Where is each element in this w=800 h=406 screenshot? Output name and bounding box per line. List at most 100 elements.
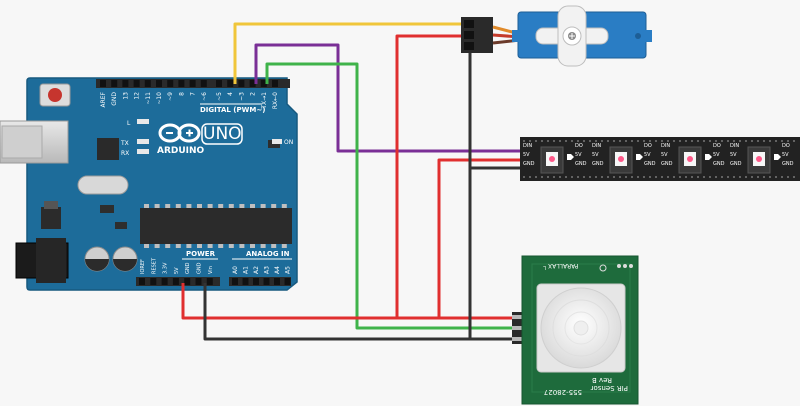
digital-pin-label: ~9 xyxy=(167,92,174,101)
pir-brand-label: PARALLAX xyxy=(548,262,578,269)
digital-pin-label: 2 xyxy=(250,92,257,96)
strip-pin-label: DO xyxy=(782,143,790,149)
analog-pin-label: A5 xyxy=(285,266,292,274)
strip-pin-label: GND xyxy=(592,161,604,167)
analog-header-label: ANALOG IN xyxy=(246,250,290,258)
wire-5v-strip xyxy=(437,158,528,318)
digital-pin-label: 4 xyxy=(227,92,234,96)
power-pin-socket[interactable] xyxy=(172,278,179,285)
strip-pin-label: 5V xyxy=(661,152,668,158)
strip-pin-label: DO xyxy=(713,143,721,149)
analog-pin-label: A1 xyxy=(243,266,250,274)
microcontroller-pins xyxy=(144,204,287,248)
power-pin-label: GND xyxy=(185,262,191,274)
neopixel-led-strip: DIN5VGNDDO5VGNDDIN5VGNDDO5VGNDDIN5VGNDDO… xyxy=(520,137,800,181)
pir-motion-sensor: PARALLAX PIR Sensor Rev B 555-28027 L xyxy=(512,255,639,405)
digital-pin-socket[interactable] xyxy=(200,80,207,87)
strip-pin-label: GND xyxy=(713,161,725,167)
wire-strip-data xyxy=(254,43,528,153)
digital-pin-label: ~10 xyxy=(156,92,163,105)
arduino-model-text: UNO xyxy=(203,124,242,144)
strip-pin-label: GND xyxy=(661,161,673,167)
power-pin-socket[interactable] xyxy=(206,278,213,285)
pir-jumper-label: L xyxy=(543,264,546,270)
power-pin-label: 3.3V xyxy=(163,262,169,274)
strip-pin-label: 5V xyxy=(592,152,599,158)
led-label-rx: RX xyxy=(121,150,129,157)
digital-pin-label: 7 xyxy=(190,92,197,96)
analog-pin-label: A0 xyxy=(232,266,239,274)
power-pin-socket[interactable] xyxy=(161,278,168,285)
strip-pin-label: DIN xyxy=(592,143,601,149)
digital-pin-socket[interactable] xyxy=(111,80,118,87)
digital-pin-socket[interactable] xyxy=(144,80,151,87)
atmega-microcontroller xyxy=(140,208,292,244)
power-pin-socket[interactable] xyxy=(150,278,157,285)
wire-servo-signal xyxy=(233,22,466,84)
analog-pin-socket[interactable] xyxy=(253,278,259,285)
analog-pin-socket[interactable] xyxy=(263,278,270,285)
strip-pin-label: DO xyxy=(644,143,652,149)
digital-pin-label: 13 xyxy=(122,92,129,100)
analog-pin-socket[interactable] xyxy=(232,278,238,285)
digital-pin-label: TX→1 xyxy=(261,92,268,110)
servo-horn[interactable] xyxy=(535,5,609,67)
digital-pin-socket[interactable] xyxy=(156,80,162,87)
digital-pin-label: 12 xyxy=(134,92,141,100)
power-header-label: POWER xyxy=(186,250,216,258)
servo-motor xyxy=(461,5,652,67)
strip-pin-label: 5V xyxy=(575,152,582,158)
strip-pin-label: DIN xyxy=(523,143,532,149)
digital-pin-socket[interactable] xyxy=(122,80,129,87)
led-strip-pixels: DIN5VGNDDO5VGNDDIN5VGNDDO5VGNDDIN5VGNDDO… xyxy=(523,143,794,174)
digital-pin-label: ~3 xyxy=(238,92,245,101)
digital-pin-socket[interactable] xyxy=(249,80,256,87)
strip-pin-label: 5V xyxy=(782,152,789,158)
digital-pin-socket[interactable] xyxy=(272,80,278,87)
strip-pin-label: DIN xyxy=(730,143,739,149)
power-pin-socket[interactable] xyxy=(195,278,202,285)
digital-pin-label: ~5 xyxy=(216,92,223,101)
power-pin-label: RESET xyxy=(151,257,157,274)
digital-pin-socket[interactable] xyxy=(260,80,267,87)
pir-name-label: PIR Sensor xyxy=(591,384,628,392)
power-pin-socket[interactable] xyxy=(184,278,191,285)
power-pin-label: Vin xyxy=(208,266,214,274)
strip-pin-label: DO xyxy=(575,143,583,149)
led-strip-dots xyxy=(523,140,795,178)
digital-pin-socket[interactable] xyxy=(216,80,222,87)
digital-pin-socket[interactable] xyxy=(167,80,174,87)
digital-pin-socket[interactable] xyxy=(238,80,245,87)
arduino-brand-text: ARDUINO xyxy=(157,146,205,156)
analog-pin-label: A4 xyxy=(274,266,281,274)
wire-5v-servo xyxy=(395,34,466,318)
digital-pin-socket[interactable] xyxy=(100,80,106,87)
digital-pin-socket[interactable] xyxy=(227,80,234,87)
digital-pin-socket[interactable] xyxy=(189,80,196,87)
pir-revision-label: Rev B xyxy=(592,376,612,384)
analog-pin-label: A3 xyxy=(264,266,271,274)
power-pin-label: IOREF xyxy=(140,259,146,274)
onboard-leds: L TX RX ON xyxy=(120,119,293,157)
digital-pin-label: 8 xyxy=(178,92,185,96)
wire-pir-signal xyxy=(265,62,530,330)
digital-pin-label: ~6 xyxy=(201,92,208,101)
digital-pin-socket[interactable] xyxy=(178,80,185,87)
arduino-logo xyxy=(158,123,201,143)
analog-pin-socket[interactable] xyxy=(242,278,249,285)
strip-pin-label: GND xyxy=(575,161,587,167)
power-pin-socket[interactable] xyxy=(139,278,145,285)
digital-pin-socket[interactable] xyxy=(133,80,140,87)
analog-pin-socket[interactable] xyxy=(284,278,291,285)
led-label-tx: TX xyxy=(120,140,129,147)
crystal-oscillator xyxy=(77,175,129,195)
analog-pin-socket[interactable] xyxy=(274,278,280,285)
